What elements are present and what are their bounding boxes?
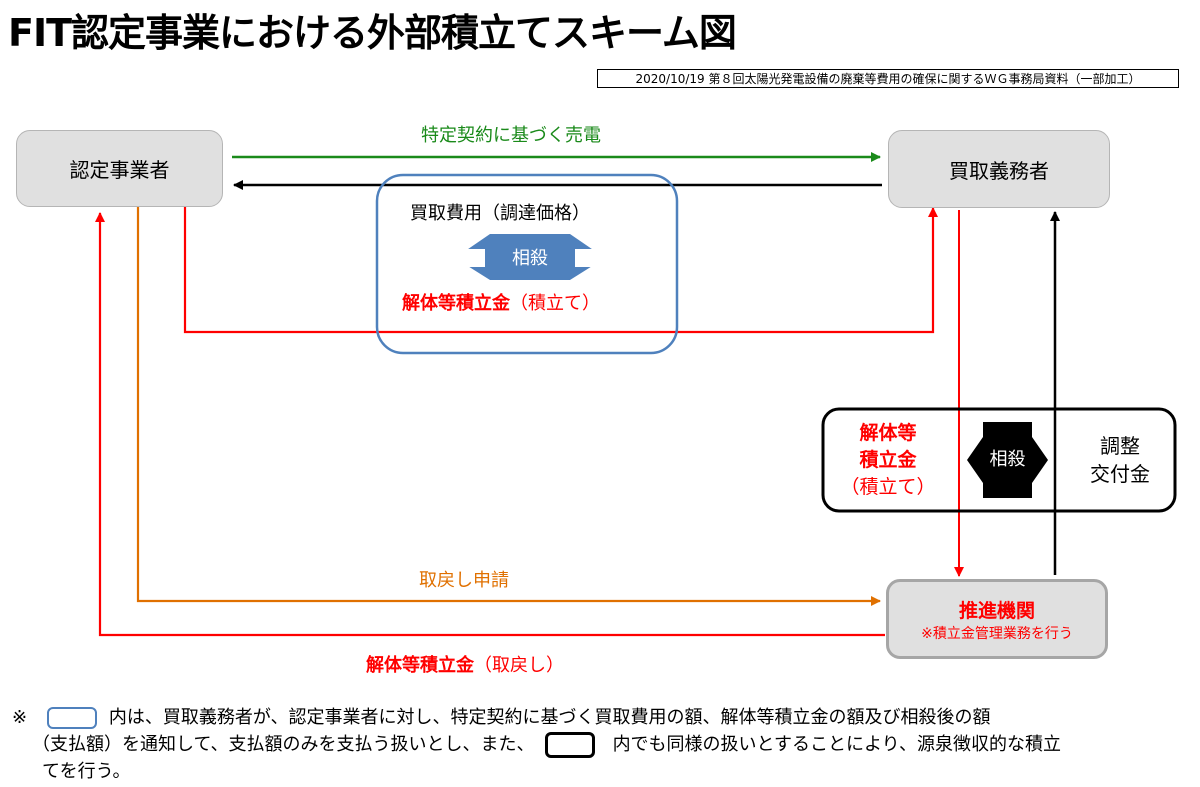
offset-label-black: 相殺 [989,449,1026,470]
footnote-line2: （支払額）を通知して、支払額のみを支払う扱いとし、また、 内でも同様の扱いとするこ… [12,731,1061,758]
footnote-line2-text-a: （支払額）を通知して、支払額のみを支払う扱いとし、また、 [32,734,535,755]
sale-of-electricity-label: 特定契約に基づく売電 [421,125,601,146]
footnote-mark: ※ [12,707,28,728]
certified-operator-label: 認定事業者 [69,158,170,182]
node-promotion-agency: 推進機関 ※積立金管理業務を行う [886,579,1108,659]
reserve-deposit-label-suffix: （積立て） [510,293,600,314]
offset-arrow-shape-black [967,422,1048,498]
offset-arrow-shape-blue [455,234,605,280]
adjustment-grant-line1: 調整 [1100,434,1140,458]
footnote-line1-text: 内は、買取義務者が、認定事業者に対し、特定契約に基づく買取費用の額、解体等積立金… [108,707,991,728]
withdrawal-label-main: 解体等積立金 [366,655,474,676]
adjustment-grant-line2: 交付金 [1090,462,1150,486]
footnote-line3: てを行う。 [42,761,131,782]
node-certified-operator: 認定事業者 [16,130,223,207]
reserve-deposit-label: 解体等積立金（積立て） [402,289,600,315]
withdrawal-label: 解体等積立金（取戻し） [366,651,564,677]
footnote-line2-text-b: 内でも同様の扱いとすることにより、源泉徴収的な積立 [612,734,1061,755]
footnote: ※ 内は、買取義務者が、認定事業者に対し、特定契約に基づく買取費用の額、解体等積… [12,704,1061,785]
purchase-cost-label: 買取費用（調達価格） [410,203,590,224]
withdrawal-request-label: 取戻し申請 [419,570,509,591]
source-citation: 2020/10/19 第８回太陽光発電設備の廃棄等費用の確保に関するＷＧ事務局資… [597,69,1179,88]
reserve-deposit-label-main: 解体等積立金 [402,293,510,314]
grant-box-reserve-line1: 解体等 [859,422,917,444]
promotion-agency-label: 推進機関 [958,599,1035,622]
footnote-line1: ※ 内は、買取義務者が、認定事業者に対し、特定契約に基づく買取費用の額、解体等積… [12,704,1061,731]
grant-box-reserve-line2: 積立金 [859,449,917,471]
withdrawal-request-arrow [136,207,881,606]
grant-box-reserve: 解体等 積立金 （積立て） [836,420,940,501]
reserve-deposit-arrow [183,207,938,334]
grant-offset-box [821,407,1177,513]
offset-label-blue: 相殺 [512,248,548,269]
node-purchase-obligor: 買取義務者 [888,130,1110,208]
black-box-legend-icon [544,732,595,758]
purchase-obligor-label: 買取義務者 [949,158,1049,183]
grant-box-reserve-line3: （積立て） [840,476,936,498]
page-title: FIT認定事業における外部積立てスキーム図 [8,11,737,55]
blue-box-legend-icon [46,707,97,729]
promotion-agency-note: ※積立金管理業務を行う [921,625,1073,642]
adjustment-grant: 調整 交付金 [1070,432,1170,488]
withdrawal-arrow [95,212,885,637]
notification-scope-box [375,173,679,355]
withdrawal-label-suffix: （取戻し） [474,655,564,676]
